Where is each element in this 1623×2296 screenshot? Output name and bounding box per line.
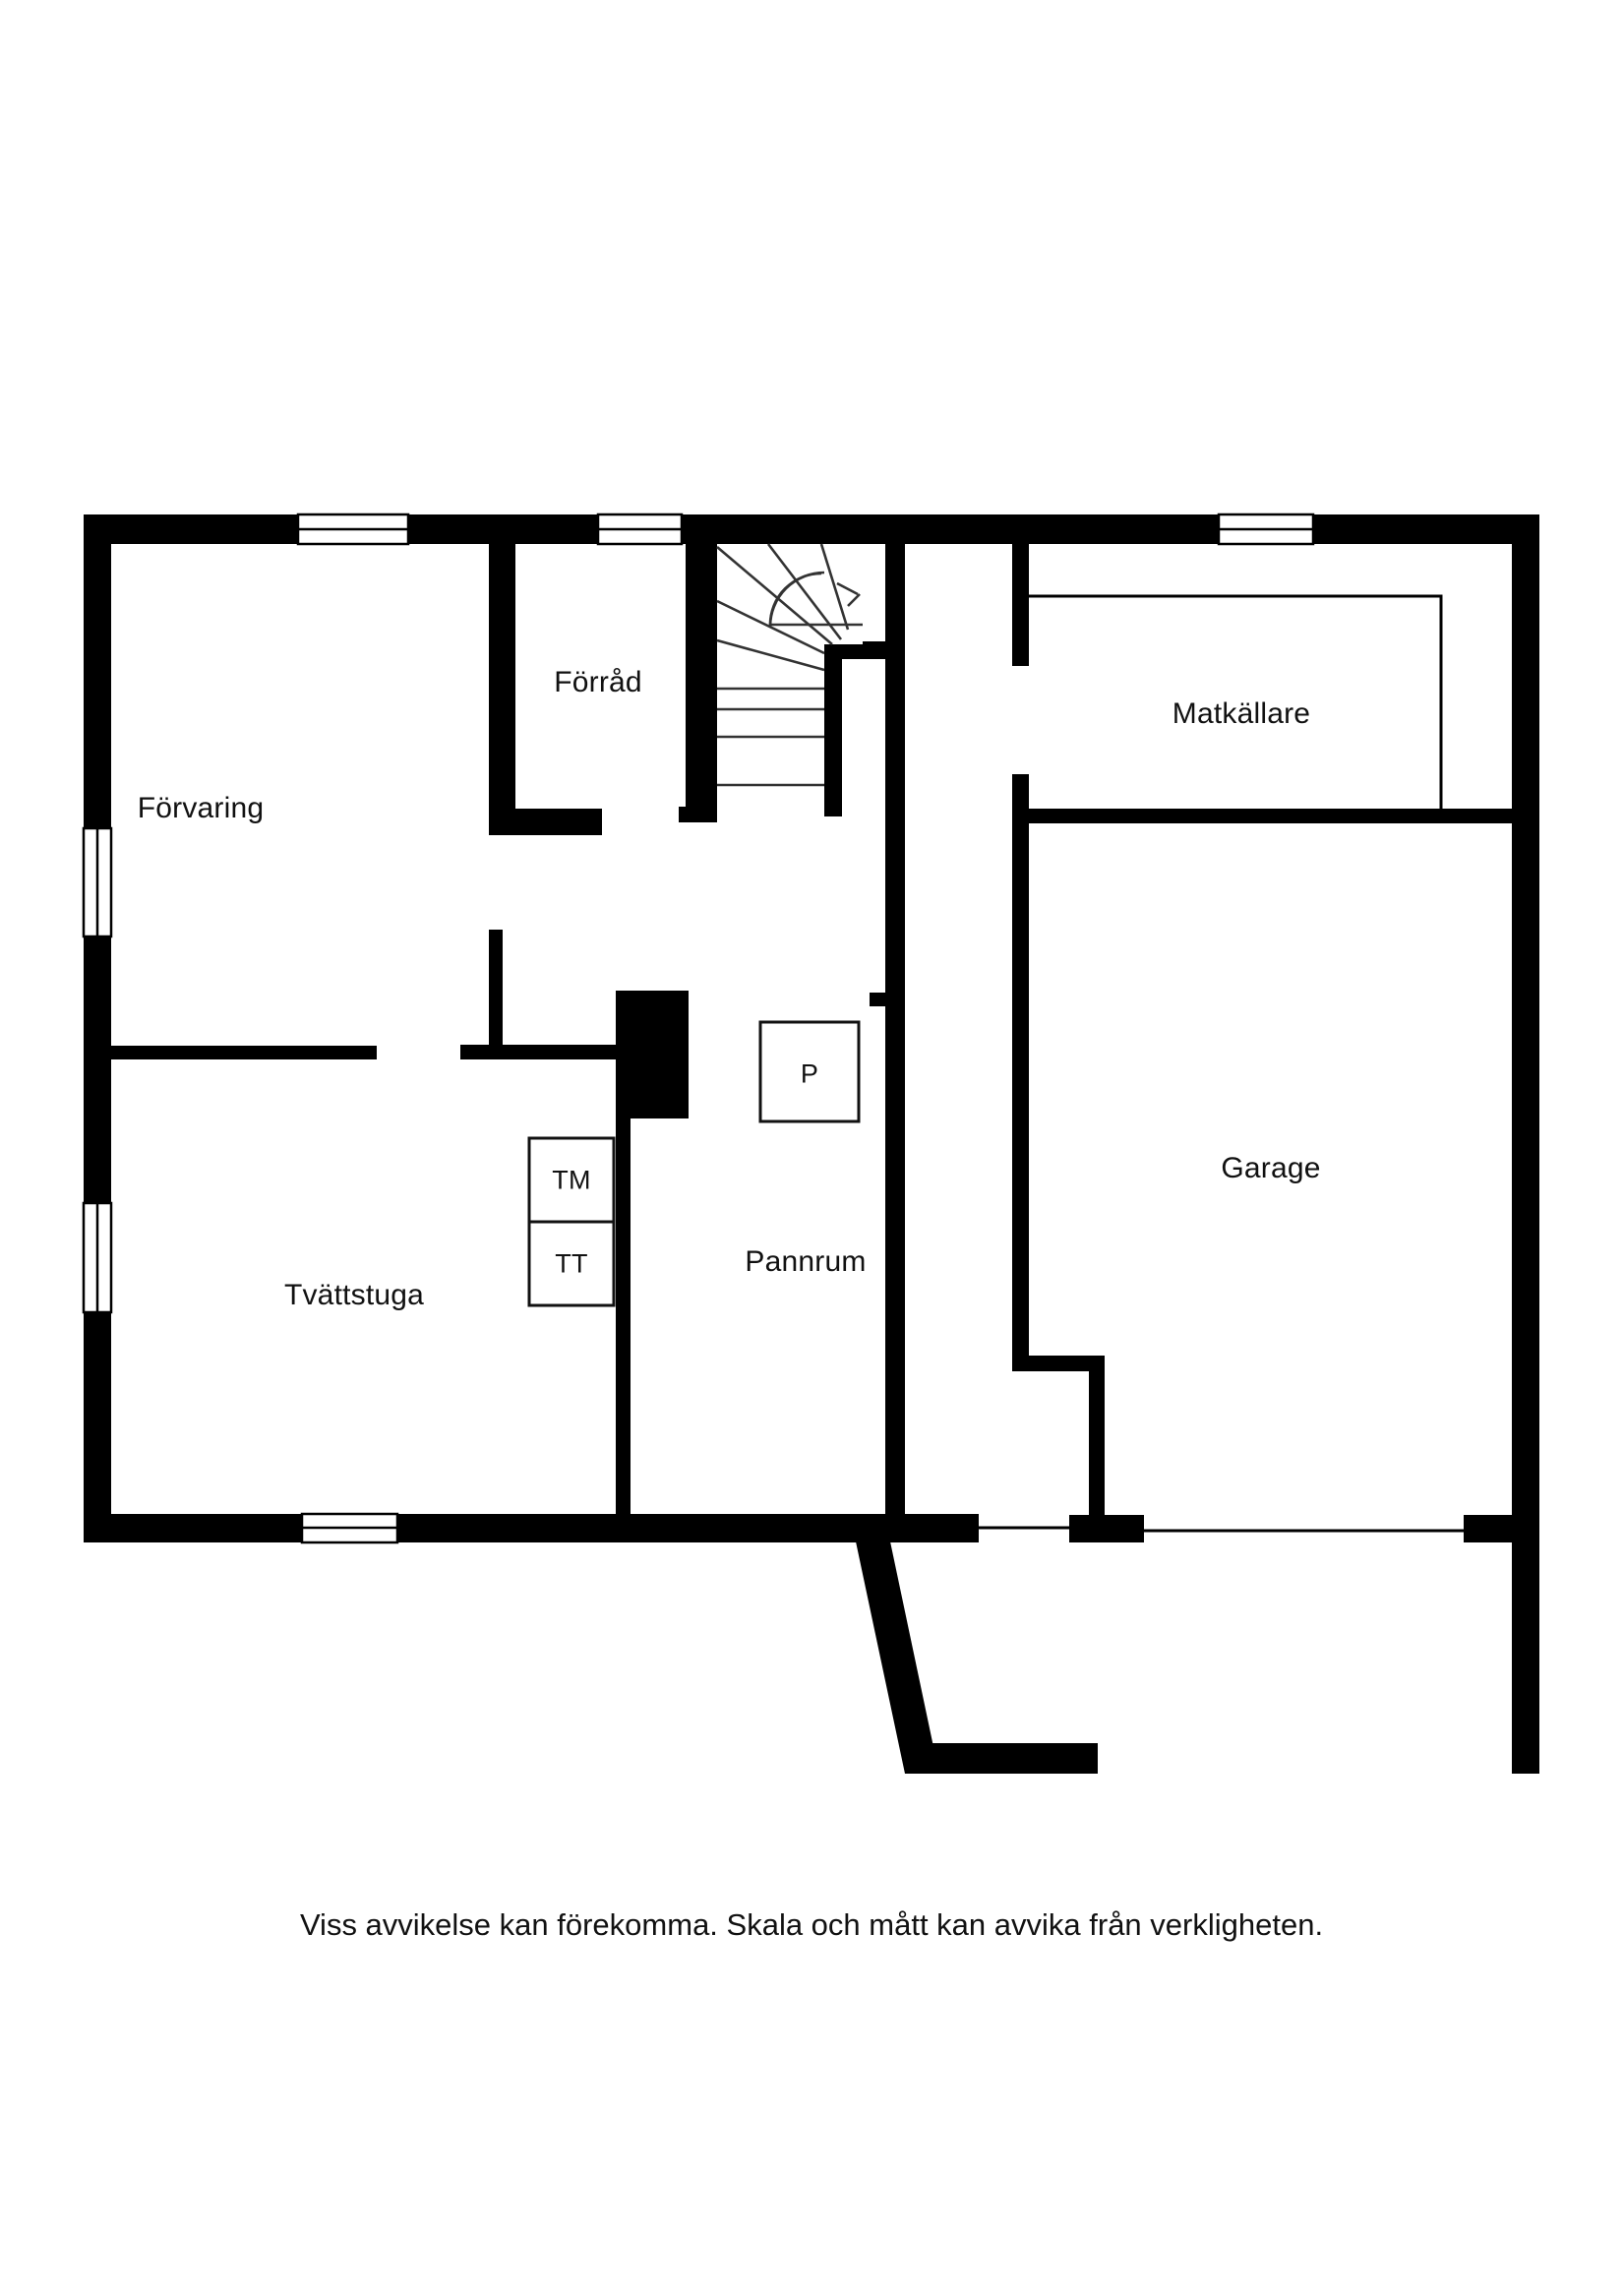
disclaimer-caption: Viss avvikelse kan förekomma. Skala och … [299, 1907, 1324, 1942]
torktumlare-box [527, 1220, 616, 1307]
diagonal-entry-walls [856, 1541, 1098, 1774]
wall-garage-left-lower [1089, 1356, 1105, 1515]
stair-treads-straight [717, 687, 824, 787]
fixture-label-torktumlare: TT [555, 1248, 588, 1279]
wall-chimney-block [616, 991, 689, 1118]
window-left-2 [82, 1201, 113, 1314]
door-openings [979, 594, 1464, 1533]
wall-stair-left [686, 514, 717, 822]
room-label-forvaring: Förvaring [137, 792, 265, 824]
wall-garage-door-jamb-left [1069, 1515, 1144, 1542]
wall-left-b [84, 937, 111, 1203]
room-label-garage: Garage [1221, 1152, 1321, 1184]
stair-winder-arc2 [768, 571, 825, 628]
wall-entry-bottom [905, 1743, 1098, 1774]
wall-matkallare-bottom [1012, 809, 1512, 823]
wall-pannrum-right [885, 544, 905, 1542]
room-label-tvattstuga: Tvättstuga [283, 1279, 425, 1311]
wall-tvattstuga-right [616, 1118, 631, 1542]
panna-box [758, 1020, 861, 1123]
room-label-pannrum: Pannrum [745, 1245, 867, 1278]
outer-walls [84, 514, 1539, 1774]
wall-forrad-bottom [489, 809, 602, 835]
window-top-3 [1217, 513, 1315, 546]
fixture-label-panna: P [800, 1058, 819, 1089]
wall-stair-right [824, 641, 842, 816]
staircase [716, 543, 863, 787]
fixture-label-tvattmaskin: TM [552, 1165, 591, 1195]
interior-walls [86, 514, 1512, 1542]
window-top-1 [296, 513, 410, 546]
stair-treads-winder [716, 543, 863, 672]
windows [82, 513, 1315, 1544]
window-top-2 [596, 513, 684, 546]
fixtures [527, 1020, 861, 1307]
matkallare-inner-outline [1029, 594, 1443, 809]
wall-garage-door-jamb-right [1464, 1515, 1512, 1542]
tvattmaskin-box [527, 1136, 616, 1224]
wall-garage-left-upper [1012, 809, 1029, 1370]
wall-diagonal [856, 1541, 936, 1774]
wall-forvaring-bottom [86, 1046, 377, 1059]
wall-left-a [84, 514, 111, 828]
wall-forvaring-bottom-stub [460, 1045, 618, 1059]
wall-bottom-a [84, 1514, 302, 1542]
wall-left-c [84, 1312, 111, 1542]
wall-forrad-left-upper [489, 514, 515, 819]
wall-corridor-left [489, 930, 503, 1046]
wall-top-mid [682, 514, 1219, 544]
stair-outline [717, 544, 863, 785]
window-left-1 [82, 826, 113, 938]
wall-right [1512, 514, 1539, 1774]
wall-garage-jog [1012, 1356, 1104, 1371]
wall-matkallare-left-upper [1012, 544, 1029, 666]
wall-stair-left-foot [679, 807, 717, 822]
wall-bottom-b [397, 1514, 979, 1542]
wall-top-right [1313, 514, 1539, 544]
window-bottom-1 [300, 1512, 399, 1544]
room-label-forrad: Förråd [554, 666, 642, 698]
room-label-matkallare: Matkällare [1172, 697, 1311, 730]
stair-up-arrow-icon [836, 581, 861, 607]
wall-top-left-a [84, 514, 298, 544]
